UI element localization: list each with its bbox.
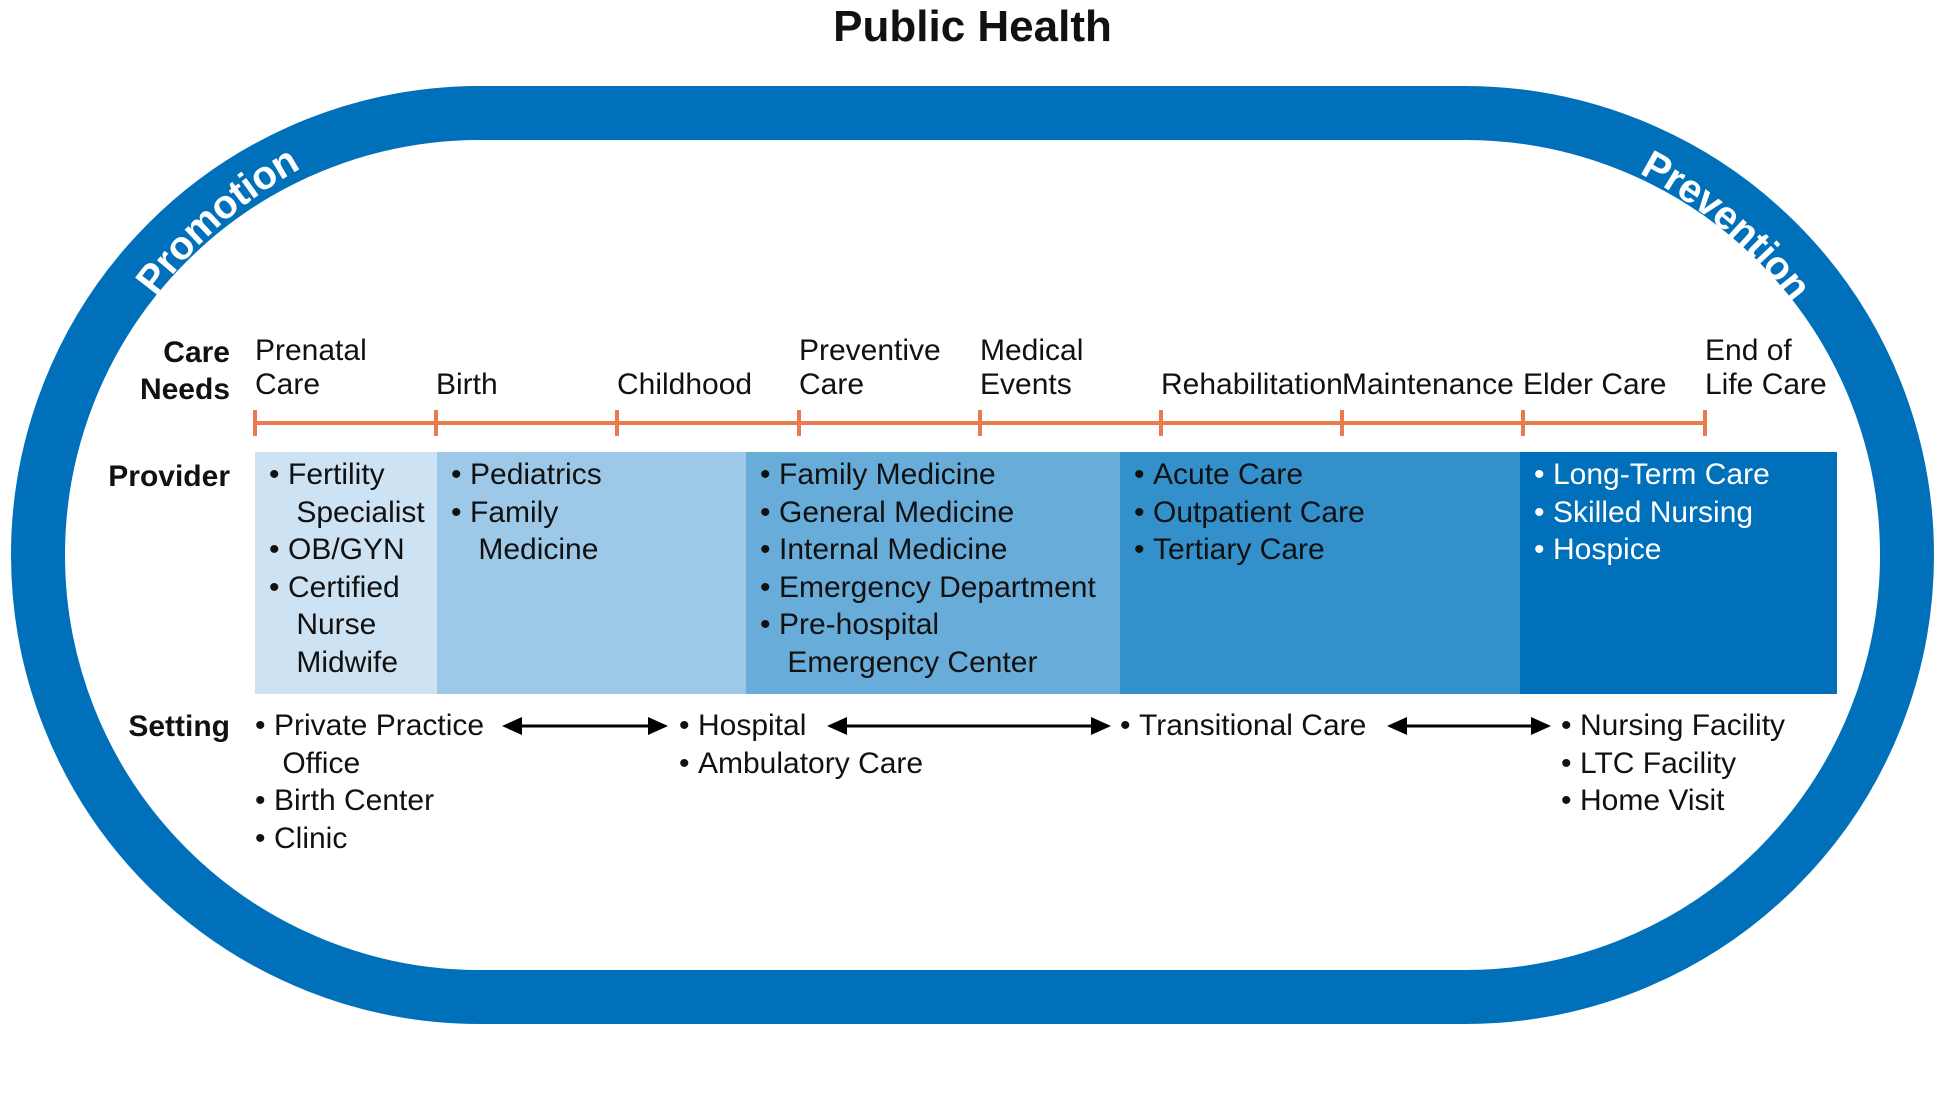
provider-list: Family Medicine General Medicine Interna…	[760, 456, 1096, 681]
provider-item: Internal Medicine	[760, 531, 1096, 569]
row-label-care-needs-line1: Care	[163, 336, 230, 369]
setting-item: Home Visit	[1561, 782, 1785, 820]
provider-block-2: Pediatrics Family Medicine	[437, 452, 746, 694]
setting-arrows	[502, 717, 1551, 735]
provider-item: Acute Care	[1134, 456, 1365, 494]
setting-list-1: Private Practice Office Birth Center Cli…	[255, 707, 484, 857]
provider-list: Acute Care Outpatient Care Tertiary Care	[1134, 456, 1365, 569]
provider-item: Hospice	[1534, 531, 1770, 569]
ring-label-bottom: Risk Reduction	[831, 1060, 1122, 1104]
double-arrow	[502, 717, 668, 735]
provider-block-4: Acute Care Outpatient Care Tertiary Care	[1120, 452, 1520, 694]
provider-item: Fertility Specialist	[269, 456, 425, 531]
provider-item: Certified Nurse Midwife	[269, 569, 425, 682]
care-need-birth: Birth	[436, 368, 498, 401]
setting-item: Birth Center	[255, 782, 484, 820]
provider-block-5: Long-Term Care Skilled Nursing Hospice	[1520, 452, 1837, 694]
row-label-care-needs: Care Needs	[110, 334, 230, 408]
provider-list: Fertility Specialist OB/GYN Certified Nu…	[269, 456, 425, 681]
setting-item: Transitional Care	[1120, 707, 1366, 745]
provider-item: Family Medicine	[451, 494, 602, 569]
setting-list-2: Hospital Ambulatory Care	[679, 707, 923, 782]
diagram-title: Public Health	[833, 2, 1112, 51]
setting-list-4: Nursing Facility LTC Facility Home Visit	[1561, 707, 1785, 820]
provider-item: Long-Term Care	[1534, 456, 1770, 494]
care-need-rehabilitation: Rehabilitation	[1161, 368, 1343, 401]
ring-track	[11, 86, 1934, 1024]
setting-item: Hospital	[679, 707, 923, 745]
row-label-setting: Setting	[128, 710, 230, 743]
provider-item: OB/GYN	[269, 531, 425, 569]
care-need-elder-care: Elder Care	[1523, 368, 1667, 401]
provider-item: Pre-hospital Emergency Center	[760, 606, 1096, 681]
setting-item: Clinic	[255, 820, 484, 858]
setting-list-3: Transitional Care	[1120, 707, 1366, 745]
setting-item: Nursing Facility	[1561, 707, 1785, 745]
provider-item: Outpatient Care	[1134, 494, 1365, 532]
provider-block-1: Fertility Specialist OB/GYN Certified Nu…	[255, 452, 437, 694]
provider-item: Pediatrics	[451, 456, 602, 494]
provider-item: Tertiary Care	[1134, 531, 1365, 569]
care-need-childhood: Childhood	[617, 368, 753, 401]
provider-item: Family Medicine	[760, 456, 1096, 494]
setting-item: Ambulatory Care	[679, 745, 923, 783]
row-label-provider: Provider	[108, 460, 230, 493]
provider-item: Emergency Department	[760, 569, 1096, 607]
care-need-maintenance: Maintenance	[1342, 368, 1514, 401]
provider-block-3: Family Medicine General Medicine Interna…	[746, 452, 1120, 694]
provider-list: Long-Term Care Skilled Nursing Hospice	[1534, 456, 1770, 569]
row-label-care-needs-line2: Needs	[139, 373, 230, 406]
setting-item: LTC Facility	[1561, 745, 1785, 783]
provider-list: Pediatrics Family Medicine	[451, 456, 602, 569]
care-needs-timeline	[253, 410, 1707, 436]
double-arrow	[1387, 717, 1551, 735]
setting-item: Private Practice Office	[255, 707, 484, 782]
provider-item: Skilled Nursing	[1534, 494, 1770, 532]
provider-item: General Medicine	[760, 494, 1096, 532]
